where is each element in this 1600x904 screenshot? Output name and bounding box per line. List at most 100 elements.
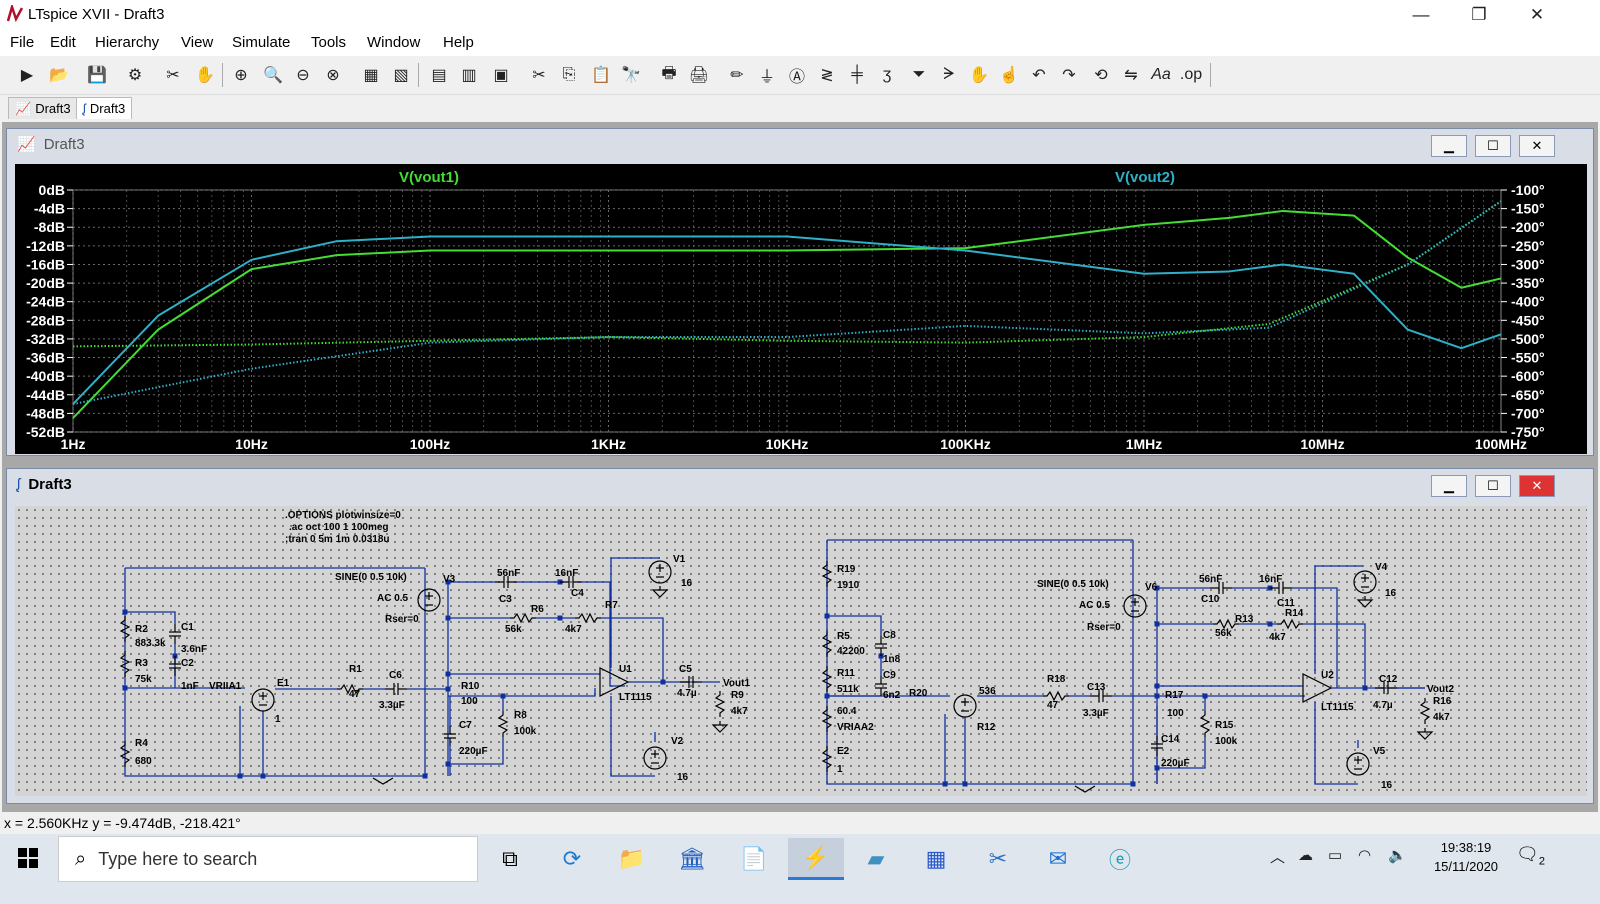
capacitor[interactable] bbox=[169, 624, 181, 644]
bode-plot[interactable]: 0dB-4dB-8dB-12dB-16dB-20dB-24dB-28dB-32d… bbox=[15, 164, 1587, 454]
ground-symbol[interactable] bbox=[651, 586, 669, 598]
tab-waveform[interactable]: 📈Draft3 bbox=[8, 97, 78, 119]
taskbar-search-input[interactable]: ⌕ Type here to search bbox=[58, 836, 478, 882]
zoom-cancel-icon[interactable]: ⊗ bbox=[326, 67, 340, 84]
bank-app-icon[interactable]: 🏛 bbox=[678, 846, 706, 871]
capacitor[interactable] bbox=[680, 676, 702, 688]
wire[interactable] bbox=[125, 611, 176, 624]
wire[interactable] bbox=[601, 617, 664, 682]
paste-icon[interactable]: 📋 bbox=[591, 67, 611, 84]
resistor[interactable] bbox=[714, 691, 726, 717]
resistor[interactable] bbox=[510, 612, 536, 624]
text-icon[interactable]: Aa bbox=[1151, 66, 1171, 83]
menu-help[interactable]: Help bbox=[443, 34, 474, 51]
task-view-icon[interactable]: ⧉ bbox=[502, 846, 518, 871]
minimize-window-button[interactable]: — bbox=[1412, 5, 1430, 24]
menu-hierarchy[interactable]: Hierarchy bbox=[95, 34, 160, 51]
capacitor[interactable] bbox=[1210, 582, 1232, 594]
close-child-button[interactable]: ✕ bbox=[1519, 135, 1555, 157]
autorange-icon[interactable]: ▦ bbox=[363, 67, 379, 84]
resistor[interactable] bbox=[497, 711, 509, 737]
wire[interactable] bbox=[610, 696, 655, 777]
schematic-canvas[interactable]: .OPTIONS plotwinsize=0 .ac oct 100 1 100… bbox=[15, 506, 1587, 796]
resistor[interactable] bbox=[1213, 618, 1239, 630]
resistor[interactable] bbox=[821, 746, 833, 772]
wire[interactable] bbox=[1292, 587, 1338, 688]
magnitude-trace-2[interactable] bbox=[72, 235, 1502, 405]
phase-trace-2[interactable] bbox=[72, 200, 1502, 406]
ground-symbol[interactable] bbox=[711, 721, 729, 733]
resistor[interactable] bbox=[821, 706, 833, 732]
resistor[interactable] bbox=[821, 631, 833, 657]
op-amp[interactable] bbox=[599, 667, 630, 697]
component-icon[interactable]: ᗒ bbox=[943, 66, 955, 83]
resistor[interactable] bbox=[1199, 711, 1211, 737]
capacitor[interactable] bbox=[495, 576, 517, 588]
spice-directive[interactable]: ;tran 0 5m 1m 0.0318u bbox=[285, 534, 390, 545]
menu-edit[interactable]: Edit bbox=[50, 34, 76, 51]
resistor[interactable] bbox=[1043, 690, 1069, 702]
open-icon[interactable]: 📂 bbox=[49, 67, 69, 84]
capacitor[interactable] bbox=[875, 636, 887, 656]
menu-view[interactable]: View bbox=[181, 34, 214, 51]
restore-window-button[interactable]: ❐ bbox=[1471, 5, 1487, 24]
cascade-icon[interactable]: ▣ bbox=[493, 67, 509, 84]
menu-simulate[interactable]: Simulate bbox=[232, 34, 291, 51]
maximize-child-button[interactable]: ☐ bbox=[1475, 135, 1511, 157]
save-icon[interactable]: 💾 bbox=[87, 67, 107, 84]
drag-icon[interactable]: ☝ bbox=[999, 67, 1019, 84]
wifi-icon[interactable]: ◠ bbox=[1358, 847, 1372, 864]
op-amp[interactable] bbox=[1302, 673, 1333, 703]
edge-browser-icon[interactable]: ⓔ bbox=[1108, 848, 1131, 873]
ground-symbol[interactable] bbox=[1416, 728, 1434, 740]
zoom-full-icon[interactable]: 🔍 bbox=[263, 67, 283, 84]
capacitor-icon[interactable]: ╪ bbox=[851, 66, 863, 83]
draw-wire-icon[interactable]: ✏ bbox=[730, 67, 744, 84]
capacitor[interactable] bbox=[1375, 682, 1397, 694]
capacitor[interactable] bbox=[1090, 690, 1112, 702]
wire[interactable] bbox=[1314, 702, 1358, 785]
magnitude-trace-1[interactable] bbox=[72, 209, 1502, 419]
print-setup-icon[interactable]: 🖨 bbox=[688, 67, 710, 84]
menu-window[interactable]: Window bbox=[367, 34, 421, 51]
redo-icon[interactable]: ↷ bbox=[1062, 67, 1076, 84]
voltage-source[interactable] bbox=[251, 688, 275, 712]
pan-icon[interactable]: ✋ bbox=[195, 67, 215, 84]
resistor-icon[interactable]: ≷ bbox=[820, 67, 834, 84]
voltage-source[interactable] bbox=[648, 560, 672, 584]
wire[interactable] bbox=[826, 540, 1133, 785]
wire[interactable] bbox=[448, 688, 596, 697]
voltage-source[interactable] bbox=[1346, 752, 1370, 776]
file-explorer-icon[interactable]: 📁 bbox=[618, 846, 646, 871]
tile-horizontal-icon[interactable]: ▤ bbox=[431, 67, 447, 84]
ltspice-taskbar-icon[interactable]: ⚡ bbox=[788, 838, 844, 880]
resistor[interactable] bbox=[119, 741, 131, 767]
resistor[interactable] bbox=[119, 651, 131, 677]
show-hidden-icons-icon[interactable]: ︿ bbox=[1270, 849, 1286, 866]
capacitor[interactable] bbox=[875, 676, 887, 696]
zoom-in-icon[interactable]: ⊕ bbox=[234, 67, 248, 84]
wire[interactable] bbox=[827, 615, 882, 636]
volume-icon[interactable]: 🔈 bbox=[1388, 847, 1407, 864]
voltage-source[interactable] bbox=[643, 746, 667, 770]
spice-directive[interactable]: .ac oct 100 1 100meg bbox=[289, 522, 389, 533]
legend-vout2[interactable]: V(vout2) bbox=[1115, 169, 1175, 186]
minimize-child-button[interactable]: ▁ bbox=[1431, 475, 1467, 497]
resistor[interactable] bbox=[821, 561, 833, 587]
voltage-source[interactable] bbox=[1353, 570, 1377, 594]
spice-directive[interactable]: .OPTIONS plotwinsize=0 bbox=[285, 510, 401, 521]
resistor[interactable] bbox=[1419, 698, 1431, 724]
capacitor[interactable] bbox=[560, 576, 582, 588]
notepad-icon[interactable]: 📄 bbox=[740, 846, 768, 871]
menu-tools[interactable]: Tools bbox=[311, 34, 347, 51]
calculator-icon[interactable]: ▦ bbox=[925, 846, 947, 871]
resistor[interactable] bbox=[337, 683, 363, 695]
capacitor[interactable] bbox=[169, 656, 181, 676]
move-icon[interactable]: ✋ bbox=[969, 67, 989, 84]
wire[interactable] bbox=[582, 581, 625, 687]
run-icon[interactable]: ▶ bbox=[20, 67, 34, 84]
control-panel-icon[interactable]: ⚙ bbox=[127, 67, 143, 84]
wire[interactable] bbox=[1314, 565, 1363, 674]
spice-directive-icon[interactable]: .op bbox=[1179, 66, 1203, 83]
